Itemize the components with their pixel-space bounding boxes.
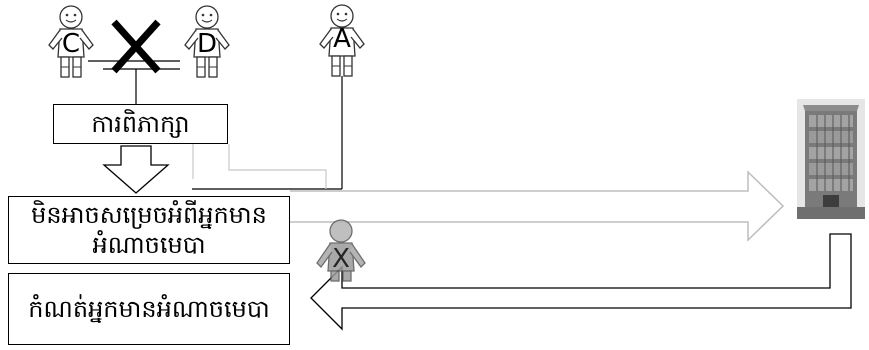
determine-guardian-box: កំណត់អ្នកមានអំណាចមេបា: [8, 273, 290, 345]
person-d: D: [185, 6, 229, 77]
person-c: C: [49, 6, 93, 77]
down-arrow-icon: [104, 146, 168, 193]
person-x: X: [317, 220, 365, 281]
svg-text:X: X: [332, 244, 350, 274]
deliberation-label: ការពិភាក្សា: [91, 109, 189, 139]
deliberation-box: ការពិភាក្សា: [53, 104, 228, 144]
svg-text:D: D: [197, 29, 217, 59]
cross-mark-icon: [114, 22, 158, 71]
svg-text:A: A: [333, 24, 351, 54]
right-arrow-icon: [290, 172, 783, 240]
cannot-decide-box: មិនអាចសម្រេចអំពីអ្នកមានអំណាចមេបា: [8, 196, 290, 264]
left-arrow-icon: [311, 234, 851, 329]
determine-guardian-label: កំណត់អ្នកមានអំណាចមេបា: [28, 294, 269, 324]
building-icon: [797, 99, 865, 219]
svg-text:C: C: [62, 29, 80, 59]
light-connector: [193, 144, 326, 189]
cannot-decide-label: មិនអាចសម្រេចអំពីអ្នកមានអំណាចមេបា: [15, 200, 283, 260]
person-a: A: [320, 5, 364, 76]
